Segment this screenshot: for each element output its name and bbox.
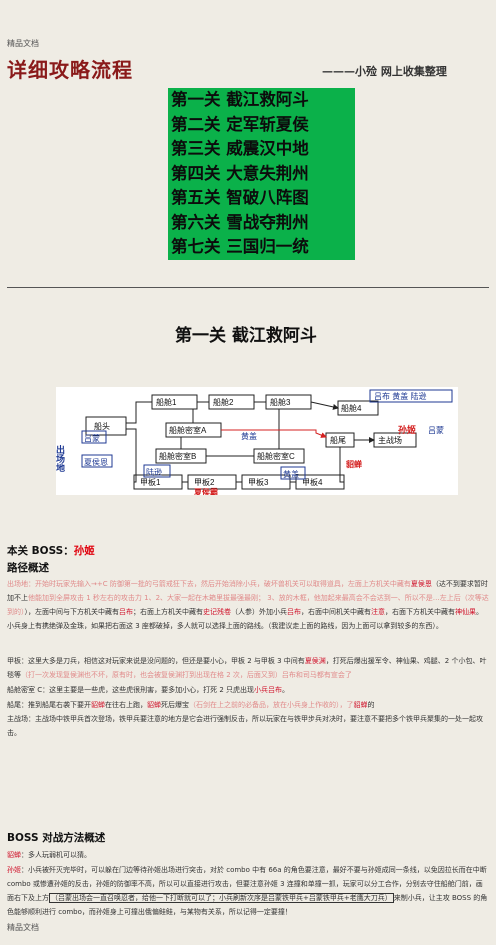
text-run: 孙姬 [7, 866, 21, 874]
level-item-1: 第一关 截江救阿斗 [171, 90, 309, 109]
text-run: （打一次发现复侯渊也不坏，原有时，也会被复侯渊打到出现在格 2 次，后面又到）吕… [21, 671, 352, 679]
text-run: 的 [367, 701, 375, 709]
text-run: 他能加到全屏攻击 1 秒左右的攻击力 1、2、大家一起在木箱里拔最强最刚； 3、… [7, 594, 489, 616]
text-run: 船尾：推到船尾右袭下要开 [7, 701, 91, 709]
route-paragraph-main-field: 主战场：主战场中铁甲兵首次登场，铁甲兵要注意的地方是它会进行强制反击，所以玩家在… [7, 712, 489, 740]
text-run: （人参）外加小兵 [231, 608, 287, 616]
route-paragraph-tail: 船尾：推到船尾右袭下要开貂蝉在往右上跑，貂蝉死后爆宝（石剑在上之前的必备品，放在… [7, 698, 489, 712]
cabin-b-label: 船舱密室B [159, 451, 196, 461]
text-run: 死后爆宝 [161, 701, 189, 709]
header-note: 精品文档 [7, 39, 39, 48]
deck-1-label: 甲板1 [140, 477, 161, 487]
general-box-lu-xun [143, 464, 171, 478]
author-line: ———小殓 网上收集整理 [322, 65, 447, 78]
text-run: ，打死后爆出援军令、神仙果、鸡腿、2 个小包、叶毯等 [7, 657, 487, 679]
text-run: 神仙果 [455, 608, 476, 616]
general-top-right: 吕布 黄盖 陆逊 [374, 391, 426, 401]
footer-note: 精品文档 [7, 923, 39, 932]
general-box-lv-meng [81, 430, 107, 444]
boss-name: 孙姬 [73, 545, 95, 557]
text-run: 出场地：开始时玩家先输入→+C 防御第一批的弓箭戒狂下去，然后开始消除小兵，破坏… [7, 580, 411, 588]
boss-label: 本关 BOSS： [7, 545, 74, 557]
text-run: ；右面上方机关中藏有 [133, 608, 203, 616]
text-run: 在往右上跑， [105, 701, 147, 709]
route-line-top [126, 401, 338, 424]
general-xia-hou-ba: 夏侯霸 [193, 487, 218, 495]
level-item-4: 第四关 大意失荆州 [171, 163, 309, 183]
deck-3-label: 甲板3 [248, 477, 269, 487]
ship-1-label: 船舱1 [156, 397, 177, 407]
text-run: 史记残卷 [203, 608, 231, 616]
text-run: 夏侯渊 [304, 657, 326, 665]
boss-line: 本关 BOSS：孙姬 [7, 543, 95, 558]
tactic-paragraph-diao-chan: 貂蝉：多人玩弱机可以猜。 [7, 848, 489, 862]
text-run: （石剑在上之前的必备品，放在小兵身上作收的），了 [189, 701, 354, 709]
general-lv-meng: 吕蒙 [84, 433, 100, 443]
text-run: ，右面中间机关中藏有 [301, 608, 371, 616]
ship-2-label: 船舱2 [213, 397, 234, 407]
text-run: 吕布 [119, 608, 133, 616]
text-run: 夏侯恩 [410, 580, 432, 588]
text-run: （吕蒙出场会一直召唤忍者，给他一下打断就可以了；小兵刷新次序是吕蒙铁甲兵+吕蒙铁… [49, 893, 394, 903]
general-huang-gai: 黄盖 [241, 431, 257, 441]
text-run: ：小兵被歼灭完毕时，可以躲在门边等待孙姬出场进行突击，对於 combo 中有 6… [7, 866, 487, 902]
text-run: 船舱密室 C：这里主要是一些虎，这些虎很刑害，要多加小心，打死 2 只虎出现 [7, 686, 255, 694]
level-item-3: 第三关 威震汉中地 [171, 139, 309, 158]
entry-label: 出场地 [56, 444, 65, 473]
text-run: 甲板：这里大多是刀兵，相信这对玩家来说是没问题的，但还是要小心，甲板 2 与甲板… [7, 657, 305, 665]
text-run: 主战场：主战场中铁甲兵首次登场，铁甲兵要注意的地方是它会进行强制反击，所以玩家在… [7, 715, 483, 737]
main-field-label: 主战场 [378, 435, 402, 445]
text-run: （达不到要求暂时加不上 [7, 580, 488, 602]
level-item-6: 第六关 雪战夺荆州 [171, 212, 309, 232]
horizontal-divider [7, 287, 489, 288]
tactic-heading: BOSS 对战方法概述 [7, 832, 106, 844]
text-run: 貂蝉 [91, 701, 105, 709]
route-heading: 路径概述 [7, 562, 49, 574]
level-item-2: 第二关 定军斩夏侯 [171, 114, 309, 134]
level-item-7: 第七关 三国归一统 [171, 237, 309, 256]
cabin-c-label: 船舱密室C [257, 451, 295, 461]
tactic-paragraph-sun-ji: 孙姬：小兵被歼灭完毕时，可以躲在门边等待孙姬出场进行突击，对於 combo 中有… [7, 863, 489, 919]
general-box-top-right [369, 389, 453, 403]
text-run: 小兵吕布 [254, 686, 283, 694]
text-run: 来制小兵，让主攻 BOSS 的角色能够顺利进行 combo，而孙姬身上可撞出俄偏… [7, 894, 488, 916]
route-paragraph-entry: 出场地：开始时玩家先输入→+C 防御第一批的弓箭戒狂下去，然后开始消除小兵，破坏… [7, 577, 489, 633]
level-item-5: 第五关 智破八阵图 [171, 188, 309, 207]
route-line-bottom [126, 428, 344, 483]
tail-label: 船尾 [330, 435, 346, 445]
text-run: ：多人玩弱机可以猜。 [21, 851, 91, 859]
deck-2-label: 甲板2 [194, 477, 215, 487]
text-run: ，右面下方机关中藏有 [385, 608, 455, 616]
text-run: 注意 [371, 608, 385, 616]
text-run: ），左面中间与下方机关中藏有 [24, 608, 120, 616]
route-paragraph-cabin-c: 船舱密室 C：这里主要是一些虎，这些虎很刑害，要多加小心，打死 2 只虎出现小兵… [7, 683, 489, 697]
text-run: 。 [282, 686, 290, 694]
cabin-a-label: 船舱密室A [169, 425, 207, 435]
route-line-cabins [180, 409, 280, 457]
start-box-label: 船头 [94, 421, 110, 431]
general-diao-chan: 貂蝉 [345, 459, 362, 469]
text-run: 貂蝉 [353, 701, 368, 709]
level-list: 第一关 截江救阿斗 第二关 定军斩夏侯 第三关 威震汉中地 第四关 大意失荆州 … [168, 88, 355, 260]
route-line-red [221, 429, 327, 438]
ship-3-label: 船舱3 [270, 397, 291, 407]
general-lu-xun: 陆逊 [146, 467, 162, 477]
text-run: 貂蝉 [147, 701, 161, 709]
route-diagram: 出场地 船头 船舱1 船舱2 船舱3 船舱4 船舱密室A 船舱密室B 船舱密室C… [56, 387, 458, 495]
route-paragraph-deck: 甲板：这里大多是刀兵，相信这对玩家来说是没问题的，但还是要小心，甲板 2 与甲板… [7, 654, 489, 682]
general-box-gan-ning [280, 466, 306, 480]
general-gan-ning: 黄盖 [283, 469, 299, 479]
general-xiahou-en: 夏侯恩 [84, 458, 108, 467]
text-run: 吕布 [287, 608, 301, 616]
level1-heading: 第一关 截江救阿斗 [175, 326, 317, 346]
general-lv-meng2: 吕蒙 [428, 425, 444, 435]
deck-4-label: 甲板4 [302, 477, 323, 487]
general-box-xiahou-en [81, 454, 113, 468]
text-run: 貂蝉 [7, 851, 21, 859]
page-title: 详细攻略流程 [7, 58, 133, 82]
general-boss-top: 孙姬 [398, 424, 416, 435]
ship-4-label: 船舱4 [341, 403, 362, 413]
text-run: 。小兵身上有携绝弹及金珠，如果把右面这 3 座都破掉，多人就可以选择上面的路线。… [7, 608, 483, 630]
